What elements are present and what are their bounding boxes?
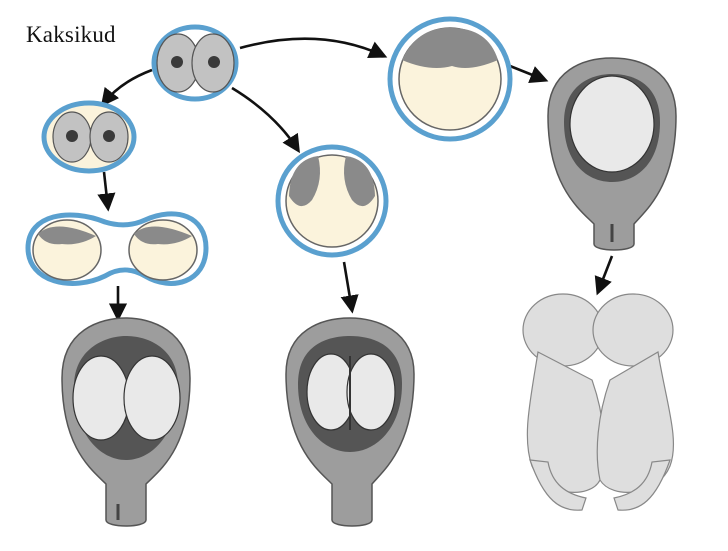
single-blastocyst-split-mass — [275, 144, 389, 258]
two-cell-zygote — [151, 24, 239, 102]
single-blastocyst-single-mass — [387, 16, 513, 142]
arrows — [97, 37, 614, 322]
arrow-uterus-to-conjoined — [594, 255, 614, 296]
uterus-monochorionic — [285, 317, 415, 527]
separated-two-cells — [41, 100, 137, 174]
arrow-zygote-to-split-cells — [100, 68, 153, 107]
separated-blastocysts — [25, 211, 209, 286]
uterus-monoamniotic — [547, 57, 677, 251]
uterus-dichorionic — [61, 317, 191, 527]
conjoined-twins — [522, 293, 675, 511]
page-title: Kaksikud — [26, 22, 116, 47]
arrow-zygote-to-middle-blastocyst — [231, 86, 300, 154]
arrow-split-cells-to-blastocysts — [97, 171, 116, 212]
arrow-top-blastocyst-to-uterus — [509, 64, 549, 84]
arrow-middle-blastocyst-to-uterus — [340, 261, 359, 314]
arrow-zygote-to-top-blastocyst — [239, 37, 388, 59]
